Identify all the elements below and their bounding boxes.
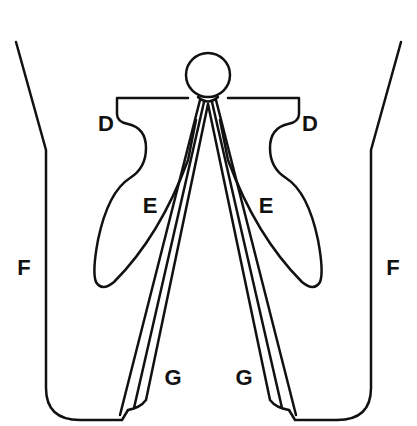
- part-label-e: E: [143, 195, 158, 217]
- part-label-g: G: [164, 367, 181, 389]
- plate: [120, 100, 208, 415]
- lobe-outline: [220, 98, 322, 287]
- part-label-g: G: [235, 367, 252, 389]
- top-circle: [186, 53, 230, 97]
- part-label-e: E: [259, 195, 274, 217]
- part-label-f: F: [386, 257, 399, 279]
- part-label-d: D: [302, 113, 318, 135]
- part-label-d: D: [98, 113, 114, 135]
- outer-wall: [16, 42, 128, 420]
- part-label-f: F: [17, 257, 30, 279]
- plate-top: [198, 97, 218, 102]
- lobe-outline: [94, 98, 196, 287]
- outer-wall: [289, 42, 401, 420]
- plate: [208, 100, 296, 415]
